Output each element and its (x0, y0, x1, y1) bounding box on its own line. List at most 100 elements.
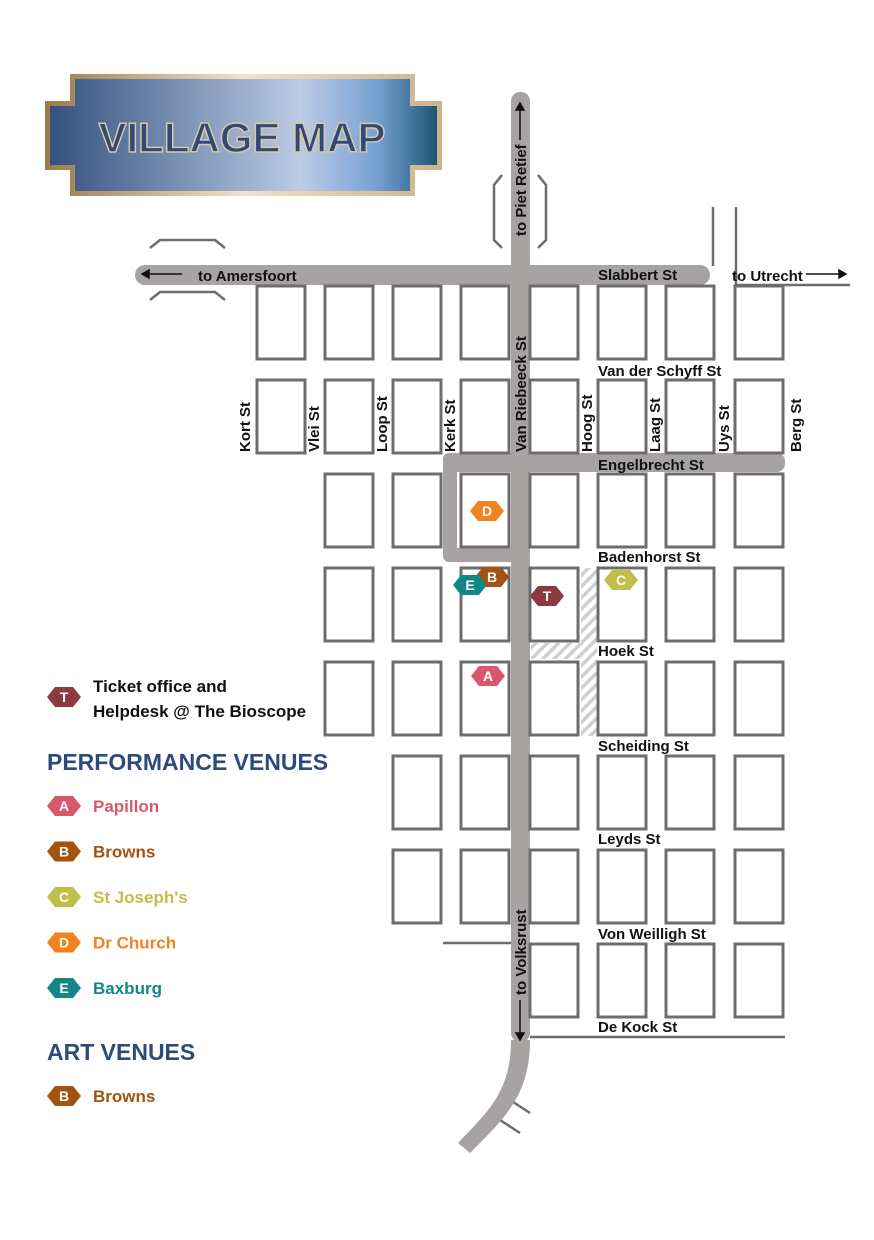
marker-c[interactable]: C (604, 570, 638, 590)
city-block (323, 284, 375, 361)
legend-venue-name: Baxburg (93, 979, 162, 998)
svg-text:B: B (59, 844, 69, 860)
city-block (528, 848, 580, 925)
city-block (664, 942, 716, 1019)
city-block (596, 848, 648, 925)
city-block (733, 566, 785, 643)
city-block (596, 754, 648, 831)
street-label: Kort St (237, 402, 254, 452)
direction-piet-retief: to Piet Retief (513, 143, 530, 236)
street-label: Scheiding St (598, 738, 689, 755)
city-block (391, 378, 443, 455)
city-block (528, 660, 580, 737)
city-block (459, 284, 511, 361)
svg-text:D: D (59, 935, 69, 951)
svg-text:B: B (59, 1088, 69, 1104)
svg-text:T: T (543, 588, 552, 604)
city-block (596, 660, 648, 737)
svg-text:T: T (60, 689, 69, 705)
svg-text:B: B (487, 569, 497, 585)
hatched-area (531, 568, 597, 736)
svg-text:C: C (59, 889, 69, 905)
legend-marker-b: B (47, 1086, 81, 1106)
city-block (596, 284, 648, 361)
city-block (323, 566, 375, 643)
direction-labels: to Amersfoort to Utrecht to Piet Retief … (140, 101, 848, 1042)
legend-venue-name: Papillon (93, 797, 159, 816)
street-label: De Kock St (598, 1019, 677, 1036)
street-label: Von Weilligh St (598, 926, 706, 943)
street-labels: Slabbert St Van der Schyff St Engelbrech… (237, 267, 805, 1036)
legend: T Ticket office and Helpdesk @ The Biosc… (47, 677, 328, 1106)
city-block (391, 566, 443, 643)
legend-ticket-line2: Helpdesk @ The Bioscope (93, 702, 306, 721)
svg-text:D: D (482, 503, 492, 519)
svg-text:A: A (483, 668, 493, 684)
svg-text:C: C (616, 572, 626, 588)
performance-venues-heading: PERFORMANCE VENUES (47, 749, 328, 775)
arrow-up-icon (514, 101, 526, 140)
marker-a[interactable]: A (471, 666, 505, 686)
art-venues-heading: ART VENUES (47, 1039, 195, 1065)
map-markers: D B E T C A (453, 501, 638, 686)
city-block (664, 566, 716, 643)
city-block (664, 754, 716, 831)
svg-text:E: E (59, 980, 68, 996)
city-block (323, 660, 375, 737)
city-block (528, 472, 580, 549)
city-block (596, 378, 648, 455)
arrow-left-icon (140, 268, 182, 280)
city-block (733, 660, 785, 737)
arrow-right-icon (806, 268, 848, 280)
street-label: Loop St (374, 396, 391, 452)
city-block (528, 754, 580, 831)
city-block (733, 284, 785, 361)
marker-t[interactable]: T (530, 586, 564, 606)
city-block (323, 378, 375, 455)
city-block (528, 378, 580, 455)
city-block (596, 942, 648, 1019)
legend-marker-c: C (47, 887, 81, 907)
direction-utrecht: to Utrecht (732, 268, 803, 285)
legend-marker-e: E (47, 978, 81, 998)
legend-venue-name: St Joseph's (93, 888, 188, 907)
map-title: VILLAGE MAP (98, 114, 385, 161)
city-block (733, 754, 785, 831)
city-block (459, 378, 511, 455)
marker-e[interactable]: E (453, 575, 487, 595)
city-block (391, 284, 443, 361)
legend-venue-name: Browns (93, 843, 155, 862)
direction-amersfoort: to Amersfoort (198, 268, 297, 285)
city-block (664, 472, 716, 549)
svg-text:E: E (465, 577, 474, 593)
street-label: Hoek St (598, 643, 654, 660)
city-block (664, 284, 716, 361)
city-block (664, 660, 716, 737)
city-block (664, 378, 716, 455)
city-block (391, 472, 443, 549)
city-block (733, 848, 785, 925)
legend-venue-name: Dr Church (93, 934, 176, 953)
arrow-down-icon (514, 1000, 526, 1042)
street-label: Slabbert St (598, 267, 677, 284)
street-label: Leyds St (598, 831, 661, 848)
city-block (459, 754, 511, 831)
street-label: Laag St (647, 398, 664, 452)
svg-text:A: A (59, 798, 69, 814)
city-block (323, 472, 375, 549)
street-label: Vlei St (306, 406, 323, 452)
marker-d[interactable]: D (470, 501, 504, 521)
city-block (528, 284, 580, 361)
legend-ticket-line1: Ticket office and (93, 677, 227, 696)
city-block (255, 378, 307, 455)
city-block (733, 942, 785, 1019)
street-label: Badenhorst St (598, 549, 701, 566)
city-block (733, 472, 785, 549)
title-banner: VILLAGE MAP (45, 74, 442, 196)
city-block (459, 848, 511, 925)
city-blocks (255, 284, 785, 1019)
legend-marker-d: D (47, 932, 81, 953)
direction-volksrust: to Volksrust (513, 909, 530, 995)
city-block (391, 660, 443, 737)
